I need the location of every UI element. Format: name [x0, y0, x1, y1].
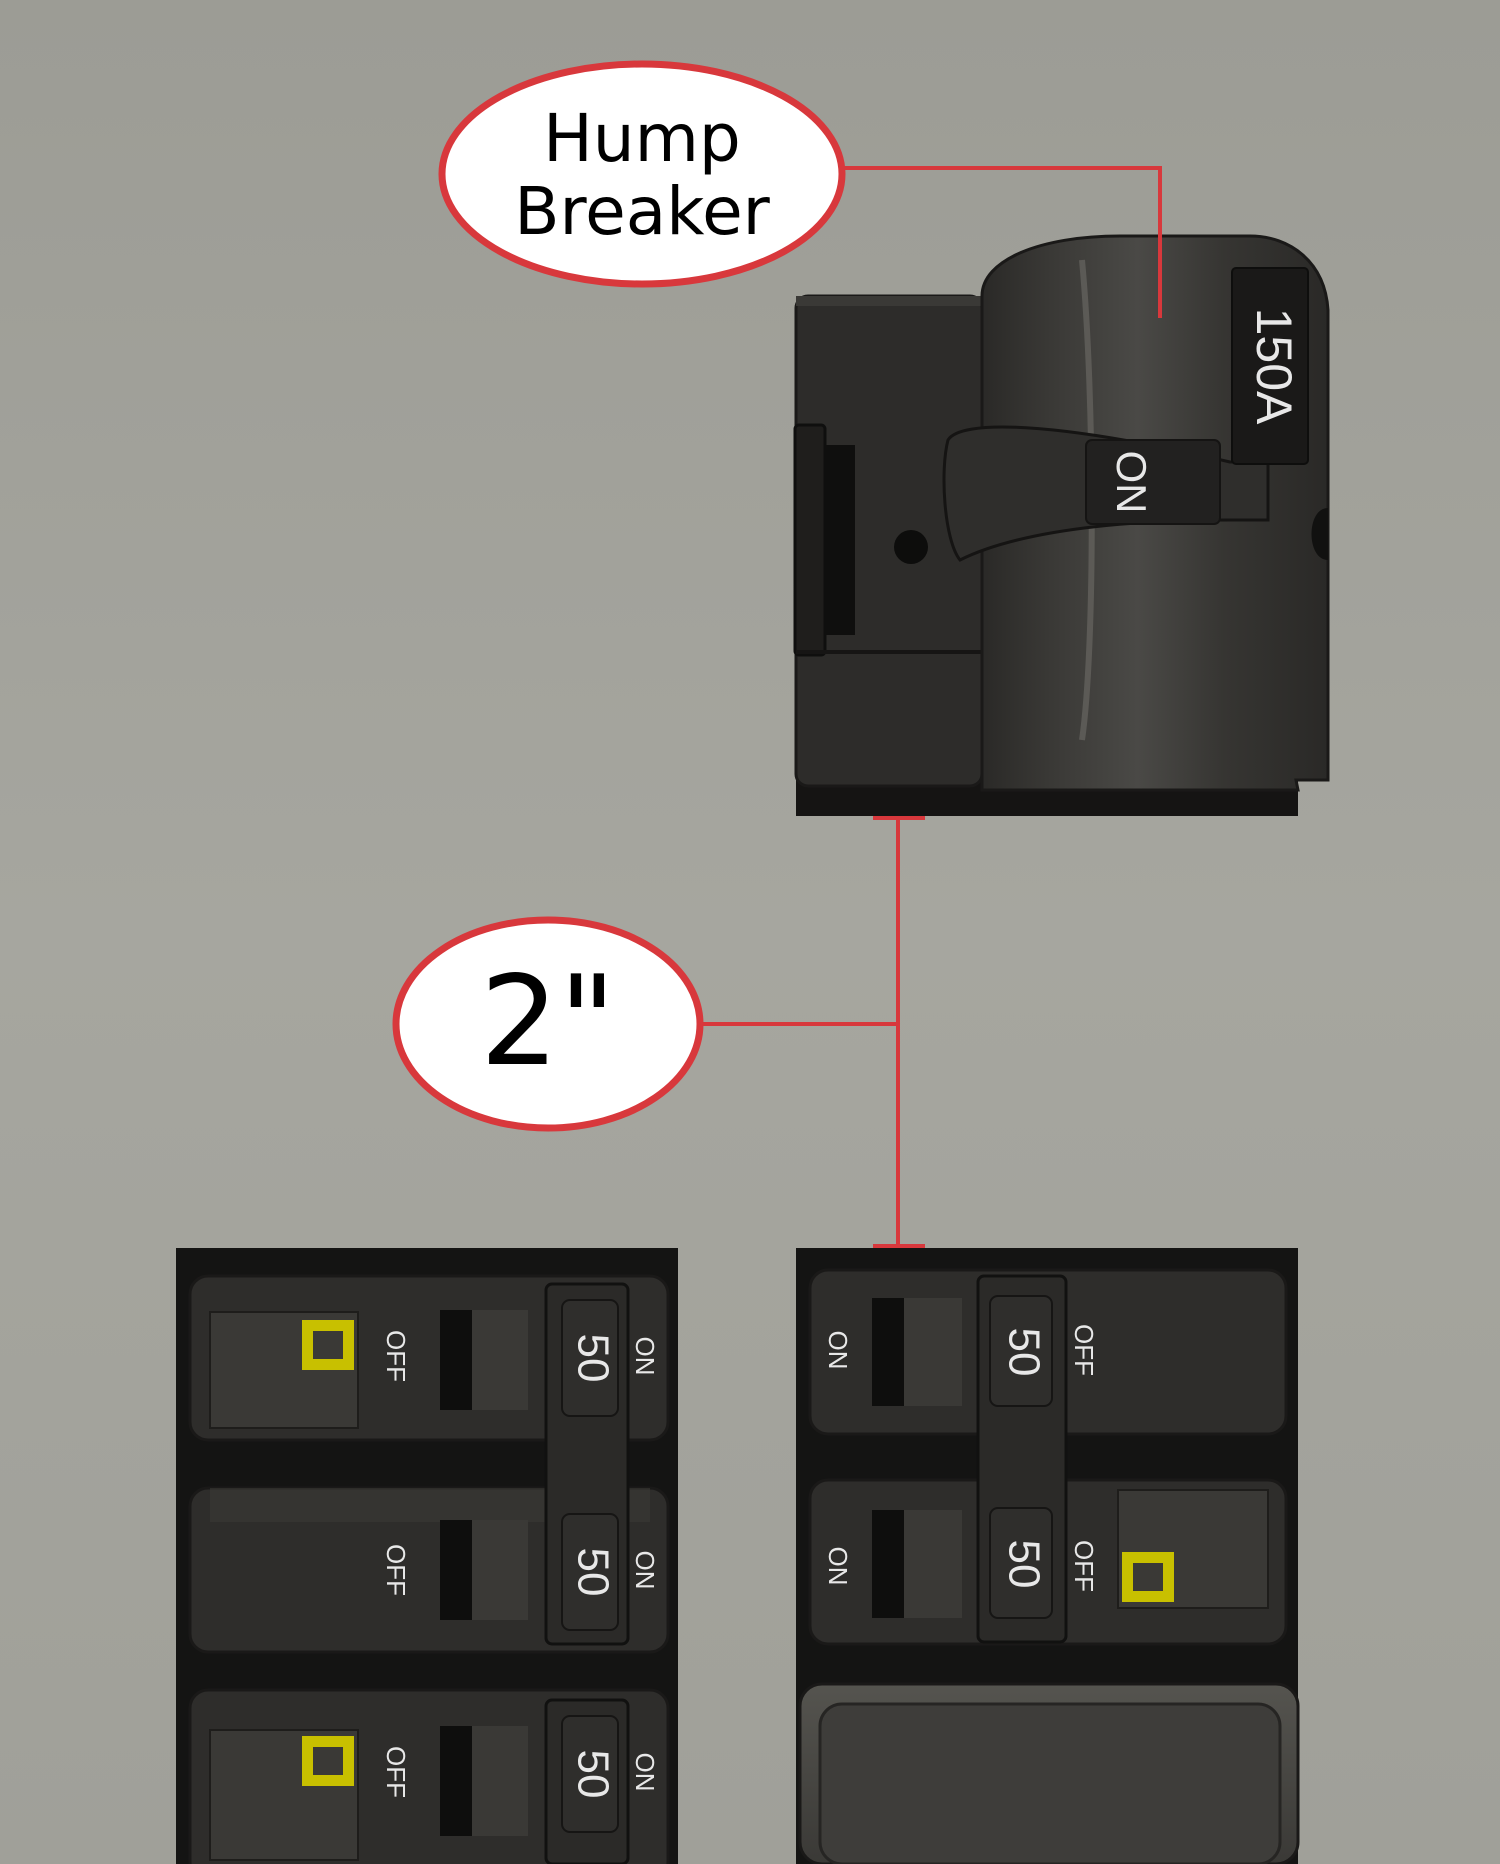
mounting-hole	[894, 530, 928, 564]
off-label: OFF	[381, 1746, 411, 1798]
hump-breaker: ON 150A	[793, 234, 1330, 816]
off-label: OFF	[1069, 1324, 1099, 1376]
gap-dimension-callout: 2"	[392, 916, 704, 1132]
right-breaker-stack: ON OFF ON OFF 50 50	[796, 1248, 1300, 1864]
on-label: ON	[823, 1331, 853, 1370]
rating-label: 50	[568, 1548, 617, 1597]
rating-label: 50	[999, 1540, 1048, 1589]
off-label: OFF	[381, 1544, 411, 1596]
rating-label: 50	[568, 1750, 617, 1799]
hump-callout-line2: Breaker	[514, 173, 770, 250]
left-breaker-stack: OFF ON OFF ON OFF ON 50	[176, 1248, 678, 1864]
hump-breaker-callout: Hump Breaker	[438, 60, 846, 288]
callout-lines	[702, 166, 1162, 1248]
on-label: ON	[630, 1337, 660, 1376]
on-label: ON	[630, 1753, 660, 1792]
hump-rating-label: 150A	[1246, 308, 1302, 425]
blank-filler-plate	[798, 1682, 1300, 1864]
off-label: OFF	[1069, 1540, 1099, 1592]
off-label: OFF	[381, 1330, 411, 1382]
hump-callout-line1: Hump	[543, 100, 741, 177]
rating-label: 50	[999, 1328, 1048, 1377]
rating-label: 50	[568, 1334, 617, 1383]
on-label: ON	[630, 1551, 660, 1590]
hump-callout-line	[844, 166, 1162, 318]
on-label: ON	[823, 1547, 853, 1586]
gap-callout-text: 2"	[480, 950, 616, 1094]
handle-on-label: ON	[1108, 451, 1155, 514]
